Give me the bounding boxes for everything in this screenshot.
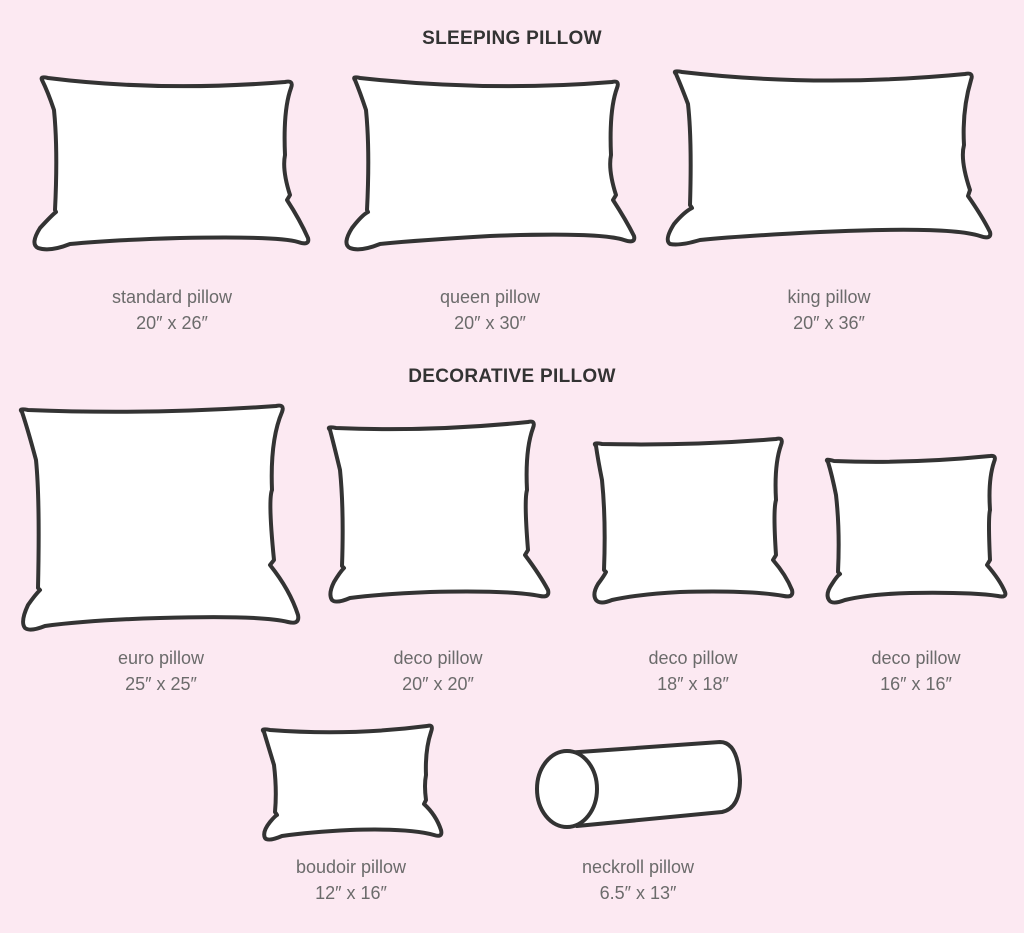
pillow-size: 18″ x 18″ (657, 674, 729, 694)
standard-pillow-icon (32, 75, 311, 252)
deco-pillow-16-label: deco pillow 16″ x 16″ (786, 645, 1024, 697)
pillow-name: standard pillow (111, 287, 233, 307)
euro-pillow-label: euro pillow 25″ x 25″ (31, 645, 291, 697)
euro-pillow-icon (18, 403, 301, 632)
pillow-size: 6.5″ x 13″ (599, 883, 677, 903)
pillow-name: queen pillow (439, 287, 541, 307)
neckroll-pillow-label: neckroll pillow 6.5″ x 13″ (508, 854, 768, 906)
king-pillow-icon (665, 69, 993, 247)
pillow-name: neckroll pillow (581, 857, 695, 877)
decorative-pillow-heading: DECORATIVE PILLOW (408, 366, 616, 387)
pillow-size: 25″ x 25″ (125, 674, 197, 694)
king-pillow-label: king pillow 20″ x 36″ (699, 284, 959, 336)
pillow-size: 12″ x 16″ (315, 883, 387, 903)
boudoir-pillow-icon (260, 723, 444, 842)
pillow-size: 20″ x 30″ (454, 313, 526, 333)
deco-pillow-20-label: deco pillow 20″ x 20″ (308, 645, 568, 697)
deco-pillow-18-icon (592, 436, 795, 605)
pillow-name: deco pillow (393, 648, 483, 668)
deco-pillow-20-icon (326, 419, 551, 604)
sleeping-pillow-heading: SLEEPING PILLOW (422, 28, 602, 49)
pillow-size: 20″ x 26″ (136, 313, 208, 333)
pillow-size: 20″ x 36″ (793, 313, 865, 333)
pillow-name: euro pillow (117, 648, 205, 668)
pillow-name: deco pillow (871, 648, 961, 668)
queen-pillow-icon (344, 75, 637, 252)
pillow-size: 20″ x 20″ (402, 674, 474, 694)
standard-pillow-label: standard pillow 20″ x 26″ (42, 284, 302, 336)
deco-pillow-18-label: deco pillow 18″ x 18″ (563, 645, 823, 697)
pillow-name: boudoir pillow (295, 857, 407, 877)
queen-pillow-label: queen pillow 20″ x 30″ (360, 284, 620, 336)
neckroll-pillow-icon (563, 740, 742, 828)
pillow-name: king pillow (787, 287, 871, 307)
deco-pillow-16-icon (824, 453, 1008, 605)
pillow-size: 16″ x 16″ (880, 674, 952, 694)
boudoir-pillow-label: boudoir pillow 12″ x 16″ (221, 854, 481, 906)
pillow-name: deco pillow (648, 648, 738, 668)
